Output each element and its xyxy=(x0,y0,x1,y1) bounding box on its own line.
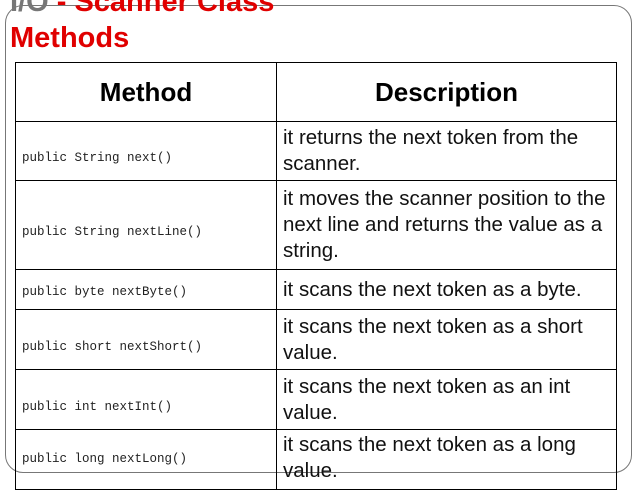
table-row: public String nextLine()it moves the sca… xyxy=(15,180,617,270)
table-row: public String next()it returns the next … xyxy=(15,121,617,181)
table-row: public int nextInt()it scans the next to… xyxy=(15,369,617,430)
method-cell: public long nextLong() xyxy=(15,429,277,490)
table-row: public long nextLong()it scans the next … xyxy=(15,429,617,490)
description-cell: it returns the next token from the scann… xyxy=(276,121,617,181)
description-cell: it scans the next token as a short value… xyxy=(276,309,617,370)
description-cell: it scans the next token as a byte. xyxy=(276,269,617,310)
method-cell: public short nextShort() xyxy=(15,309,277,370)
description-cell: it moves the scanner position to the nex… xyxy=(276,180,617,270)
header-method: Method xyxy=(15,62,277,122)
description-cell: it scans the next token as a long value. xyxy=(276,429,617,490)
header-description: Description xyxy=(276,62,617,122)
method-cell: public String next() xyxy=(15,121,277,181)
table-row: public byte nextByte()it scans the next … xyxy=(15,269,617,310)
method-cell: public String nextLine() xyxy=(15,180,277,270)
description-cell: it scans the next token as an int value. xyxy=(276,369,617,430)
method-cell: public int nextInt() xyxy=(15,369,277,430)
table-row: public short nextShort()it scans the nex… xyxy=(15,309,617,370)
method-cell: public byte nextByte() xyxy=(15,269,277,310)
